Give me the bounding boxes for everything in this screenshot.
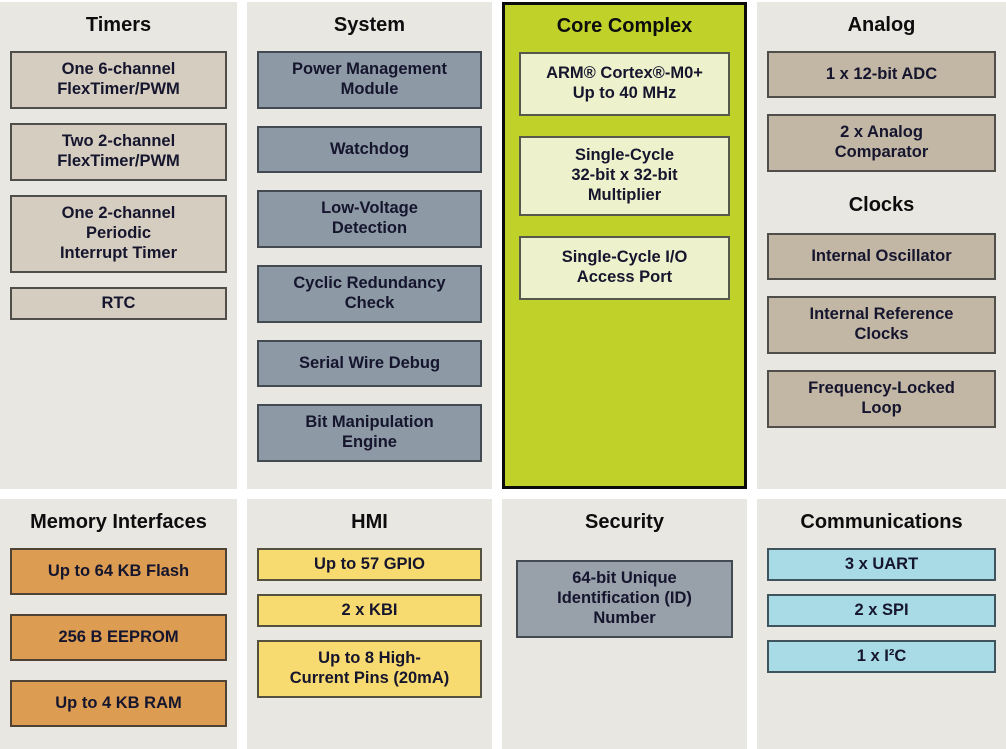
block-spi: 2 x SPI xyxy=(767,594,996,627)
panel-title-hmi: HMI xyxy=(351,511,388,533)
block-uart: 3 x UART xyxy=(767,548,996,581)
block-ram: Up to 4 KB RAM xyxy=(10,680,227,727)
block-gpio: Up to 57 GPIO xyxy=(257,548,482,581)
block-analog-comparator: 2 x Analog Comparator xyxy=(767,114,996,172)
panel-system: System Power Management Module Watchdog … xyxy=(247,2,492,489)
panel-hmi: HMI Up to 57 GPIO 2 x KBI Up to 8 High- … xyxy=(247,499,492,749)
block-internal-reference-clocks: Internal Reference Clocks xyxy=(767,296,996,354)
block-serial-wire-debug: Serial Wire Debug xyxy=(257,340,482,387)
block-low-voltage-detection: Low-Voltage Detection xyxy=(257,190,482,248)
panel-title-system: System xyxy=(333,14,406,36)
panel-security: Security 64-bit Unique Identification (I… xyxy=(502,499,747,749)
panel-memory-interfaces: Memory Interfaces Up to 64 KB Flash 256 … xyxy=(0,499,237,749)
block-rtc: RTC xyxy=(10,287,227,320)
block-flextimer-2ch: Two 2-channel FlexTimer/PWM xyxy=(10,123,227,181)
block-crc: Cyclic Redundancy Check xyxy=(257,265,482,323)
panel-title-communications: Communications xyxy=(800,511,963,533)
block-flextimer-6ch: One 6-channel FlexTimer/PWM xyxy=(10,51,227,109)
block-watchdog: Watchdog xyxy=(257,126,482,173)
block-cortex-m0: ARM® Cortex®-M0+ Up to 40 MHz xyxy=(519,52,730,116)
block-frequency-locked-loop: Frequency-Locked Loop xyxy=(767,370,996,428)
block-periodic-interrupt-timer: One 2-channel Periodic Interrupt Timer xyxy=(10,195,227,273)
panel-timers: Timers One 6-channel FlexTimer/PWM Two 2… xyxy=(0,2,237,489)
block-multiplier: Single-Cycle 32-bit x 32-bit Multiplier xyxy=(519,136,730,216)
panel-core-complex: Core Complex ARM® Cortex®-M0+ Up to 40 M… xyxy=(502,2,747,489)
block-bit-manipulation-engine: Bit Manipulation Engine xyxy=(257,404,482,462)
block-adc: 1 x 12-bit ADC xyxy=(767,51,996,98)
panel-title-timers: Timers xyxy=(85,14,152,36)
panel-title-clocks: Clocks xyxy=(848,194,915,216)
block-i2c: 1 x I²C xyxy=(767,640,996,673)
block-high-current-pins: Up to 8 High- Current Pins (20mA) xyxy=(257,640,482,698)
block-flash: Up to 64 KB Flash xyxy=(10,548,227,595)
block-kbi: 2 x KBI xyxy=(257,594,482,627)
block-io-access-port: Single-Cycle I/O Access Port xyxy=(519,236,730,300)
panel-analog-clocks: Analog 1 x 12-bit ADC 2 x Analog Compara… xyxy=(757,2,1006,489)
panel-title-memory-interfaces: Memory Interfaces xyxy=(30,511,207,533)
panel-title-core-complex: Core Complex xyxy=(556,15,693,37)
block-power-management: Power Management Module xyxy=(257,51,482,109)
panel-communications: Communications 3 x UART 2 x SPI 1 x I²C xyxy=(757,499,1006,749)
block-eeprom: 256 B EEPROM xyxy=(10,614,227,661)
panel-title-analog: Analog xyxy=(847,14,916,36)
block-internal-oscillator: Internal Oscillator xyxy=(767,233,996,280)
block-unique-id: 64-bit Unique Identification (ID) Number xyxy=(516,560,733,638)
panel-title-security: Security xyxy=(585,511,664,533)
